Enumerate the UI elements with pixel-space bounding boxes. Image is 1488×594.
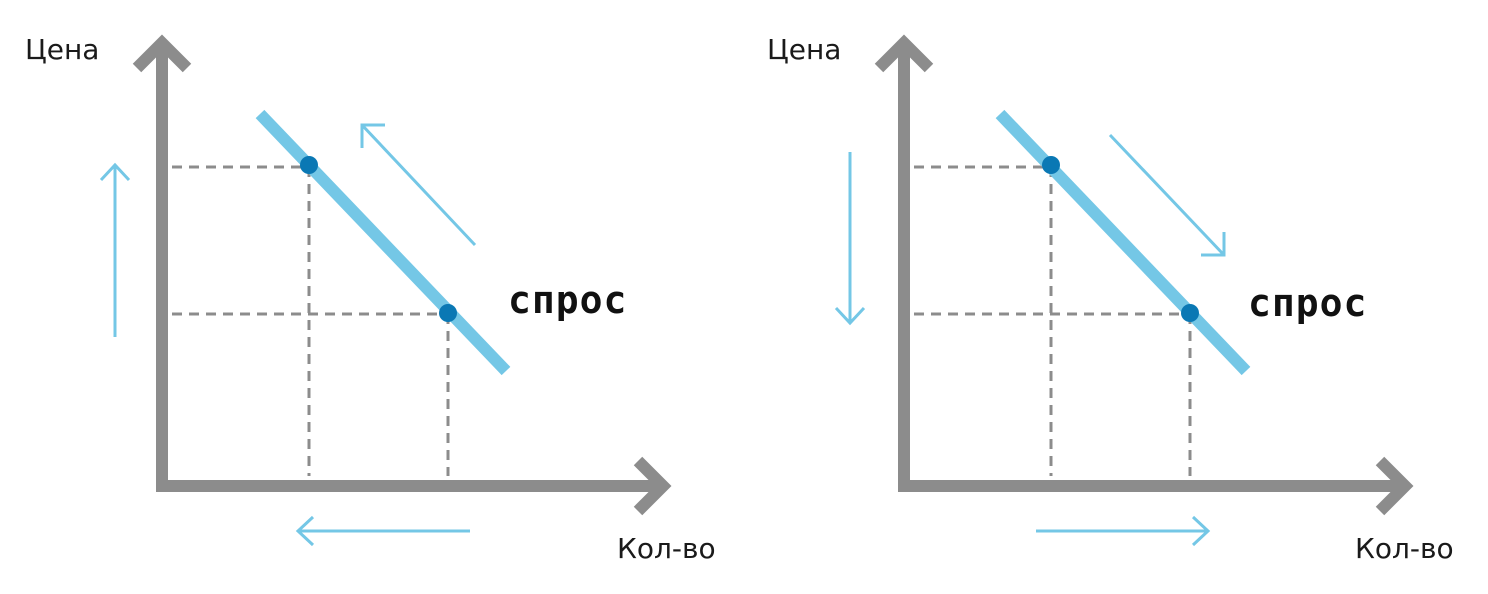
y-axis-label: Цена: [767, 33, 841, 66]
demand-curve-label: спрос: [508, 278, 627, 322]
movement-arrow-down-right: [1108, 133, 1226, 257]
demand-curve: [255, 109, 511, 376]
axes: [874, 34, 1414, 516]
demand-curve-label: спрос: [1248, 281, 1367, 325]
price-up-arrow: [99, 162, 131, 337]
quantity-left-arrow: [295, 515, 470, 547]
quantity-right-arrow: [1036, 515, 1211, 547]
price-down-arrow: [834, 152, 866, 326]
y-axis-arrowhead: [132, 34, 192, 73]
point-high-price: [300, 156, 318, 174]
x-axis-label: Кол-во: [617, 532, 716, 565]
point-low-price: [1181, 304, 1199, 322]
guide-lines: [172, 165, 450, 476]
y-axis-label: Цена: [25, 33, 99, 66]
demand-curve: [995, 109, 1251, 376]
panel-right: Цена Кол-во спрос: [767, 33, 1454, 565]
x-axis-arrowhead: [1375, 456, 1414, 516]
x-axis-label: Кол-во: [1355, 532, 1454, 565]
x-axis-arrowhead: [633, 456, 672, 516]
movement-arrow-up-left: [360, 123, 477, 247]
point-high-price: [1042, 156, 1060, 174]
point-low-price: [439, 304, 457, 322]
axes: [132, 34, 672, 516]
guide-lines: [914, 165, 1192, 476]
y-axis-arrowhead: [874, 34, 934, 73]
panel-left: Цена Кол-во спрос: [25, 33, 716, 565]
